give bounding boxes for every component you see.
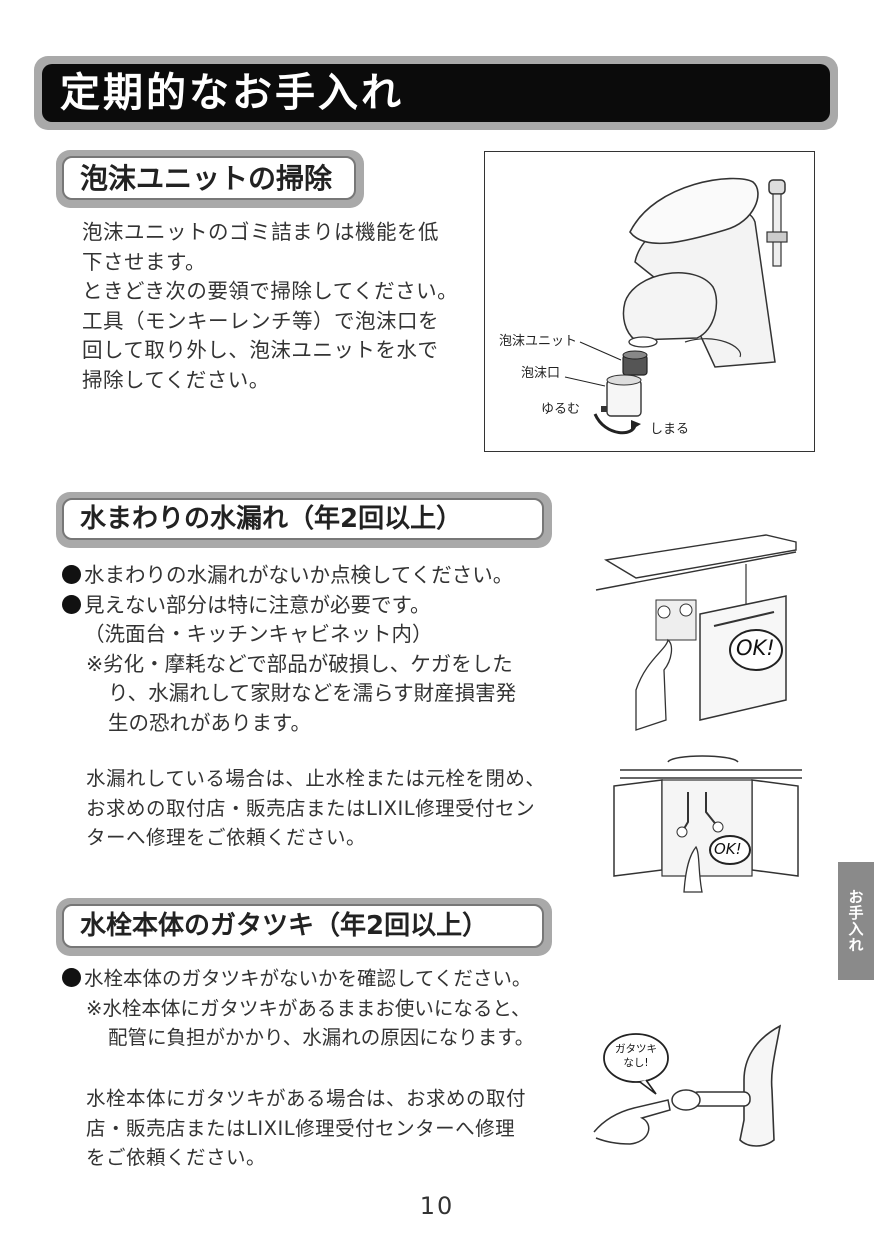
section2-bullets: 水まわりの水漏れがないか点検してください。 見えない部分は特に注意が必要です。 …	[62, 561, 516, 738]
page-title: 定期的なお手入れ	[42, 64, 830, 122]
text-line: 掃除してください。	[82, 367, 270, 392]
text-line: 水漏れしている場合は、止水栓または元栓を閉め、	[86, 767, 546, 790]
text-line: 工具（モンキーレンチ等）で泡沫口を	[82, 308, 439, 333]
speech-bubble-text: ガタツキ なし!	[615, 1043, 657, 1069]
label-foam-unit: 泡沫ユニット	[499, 334, 578, 349]
bullet-dot-icon	[62, 565, 81, 584]
text-line: 水栓本体にガタツキがある場合は、お求めの取付	[86, 1087, 527, 1110]
sink-cabinet-illustration	[595, 534, 797, 731]
section-heading: 水まわりの水漏れ（年2回以上）	[62, 498, 544, 540]
warning-line: り、水漏れして家財などを濡らす財産損害発	[108, 681, 517, 705]
bullet-item: 水まわりの水漏れがないか点検してください。	[62, 561, 516, 591]
section-header-water-leak: 水まわりの水漏れ（年2回以上）	[56, 492, 552, 548]
text-line: 回して取り外し、泡沫ユニットを水で	[82, 338, 439, 362]
warning-line: 生の恐れがあります。	[108, 710, 311, 735]
section1-paragraph: 泡沫ユニットのゴミ詰まりは機能を低 下させます。 ときどき次の要領で掃除してくだ…	[82, 218, 458, 395]
title-bar: 定期的なお手入れ	[34, 56, 838, 130]
ok-label: OK!	[714, 840, 742, 858]
faucet-wobble-illustration	[593, 1024, 782, 1147]
sub-note: （洗面台・キッチンキャビネット内）	[84, 622, 433, 646]
text-line: お求めの取付店・販売店またはLIXIL修理受付セン	[86, 796, 536, 820]
bullet-item: 水栓本体のガタツキがないかを確認してください。	[62, 964, 534, 994]
open-cabinet-illustration	[613, 755, 802, 893]
text-line: 下させます。	[82, 249, 206, 274]
sink-cabinet-figure: OK!	[595, 530, 806, 745]
bullet-dot-icon	[62, 594, 81, 614]
text-line: ときどき次の要領で掃除してください。	[82, 279, 459, 303]
section-header-foam-unit: 泡沫ユニットの掃除	[56, 150, 364, 208]
section2-paragraph: 水漏れしている場合は、止水栓または元栓を閉め、 お求めの取付店・販売店またはLI…	[86, 764, 545, 853]
ok-label: OK!	[736, 636, 775, 660]
faucet-foam-unit-figure: 泡沫ユニット 泡沫口 ゆるむ しまる	[484, 151, 815, 452]
faucet-illustration	[564, 177, 788, 435]
text-line: 泡沫ユニットのゴミ詰まりは機能を低	[82, 220, 439, 244]
section-heading: 水栓本体のガタツキ（年2回以上）	[62, 904, 544, 948]
bullet-dot-icon	[62, 968, 81, 987]
warning-line: ※劣化・摩耗などで部品が破損し、ケガをした	[86, 651, 513, 676]
faucet-wobble-figure: ガタツキ なし!	[593, 1020, 794, 1160]
label-loosen: ゆるむ	[541, 402, 581, 417]
section3-bullets: 水栓本体のガタツキがないかを確認してください。 ※水栓本体にガタツキがあるままお…	[62, 964, 534, 1053]
section3-paragraph: 水栓本体にガタツキがある場合は、お求めの取付 店・販売店またはLIXIL修理受付…	[86, 1084, 526, 1173]
bullet-item: 見えない部分は特に注意が必要です。	[62, 591, 516, 621]
warning-line: 配管に負担がかかり、水漏れの原因になります。	[108, 1026, 535, 1049]
side-tab-maintenance: お手入れ	[838, 862, 874, 980]
section-header-faucet-wobble: 水栓本体のガタツキ（年2回以上）	[56, 898, 552, 956]
text-line: 店・販売店またはLIXIL修理受付センターへ修理	[86, 1116, 516, 1140]
text-line: ターへ修理をご依頼ください。	[86, 826, 367, 849]
section-heading: 泡沫ユニットの掃除	[62, 156, 356, 200]
label-foam-outlet: 泡沫口	[521, 366, 561, 381]
open-cabinet-figure: OK!	[612, 752, 802, 898]
text-line: をご依頼ください。	[86, 1146, 267, 1169]
warning-line: ※水栓本体にガタツキがあるままお使いになると、	[86, 996, 531, 1020]
label-tighten: しまる	[650, 422, 690, 437]
page-number: 10	[419, 1192, 455, 1220]
